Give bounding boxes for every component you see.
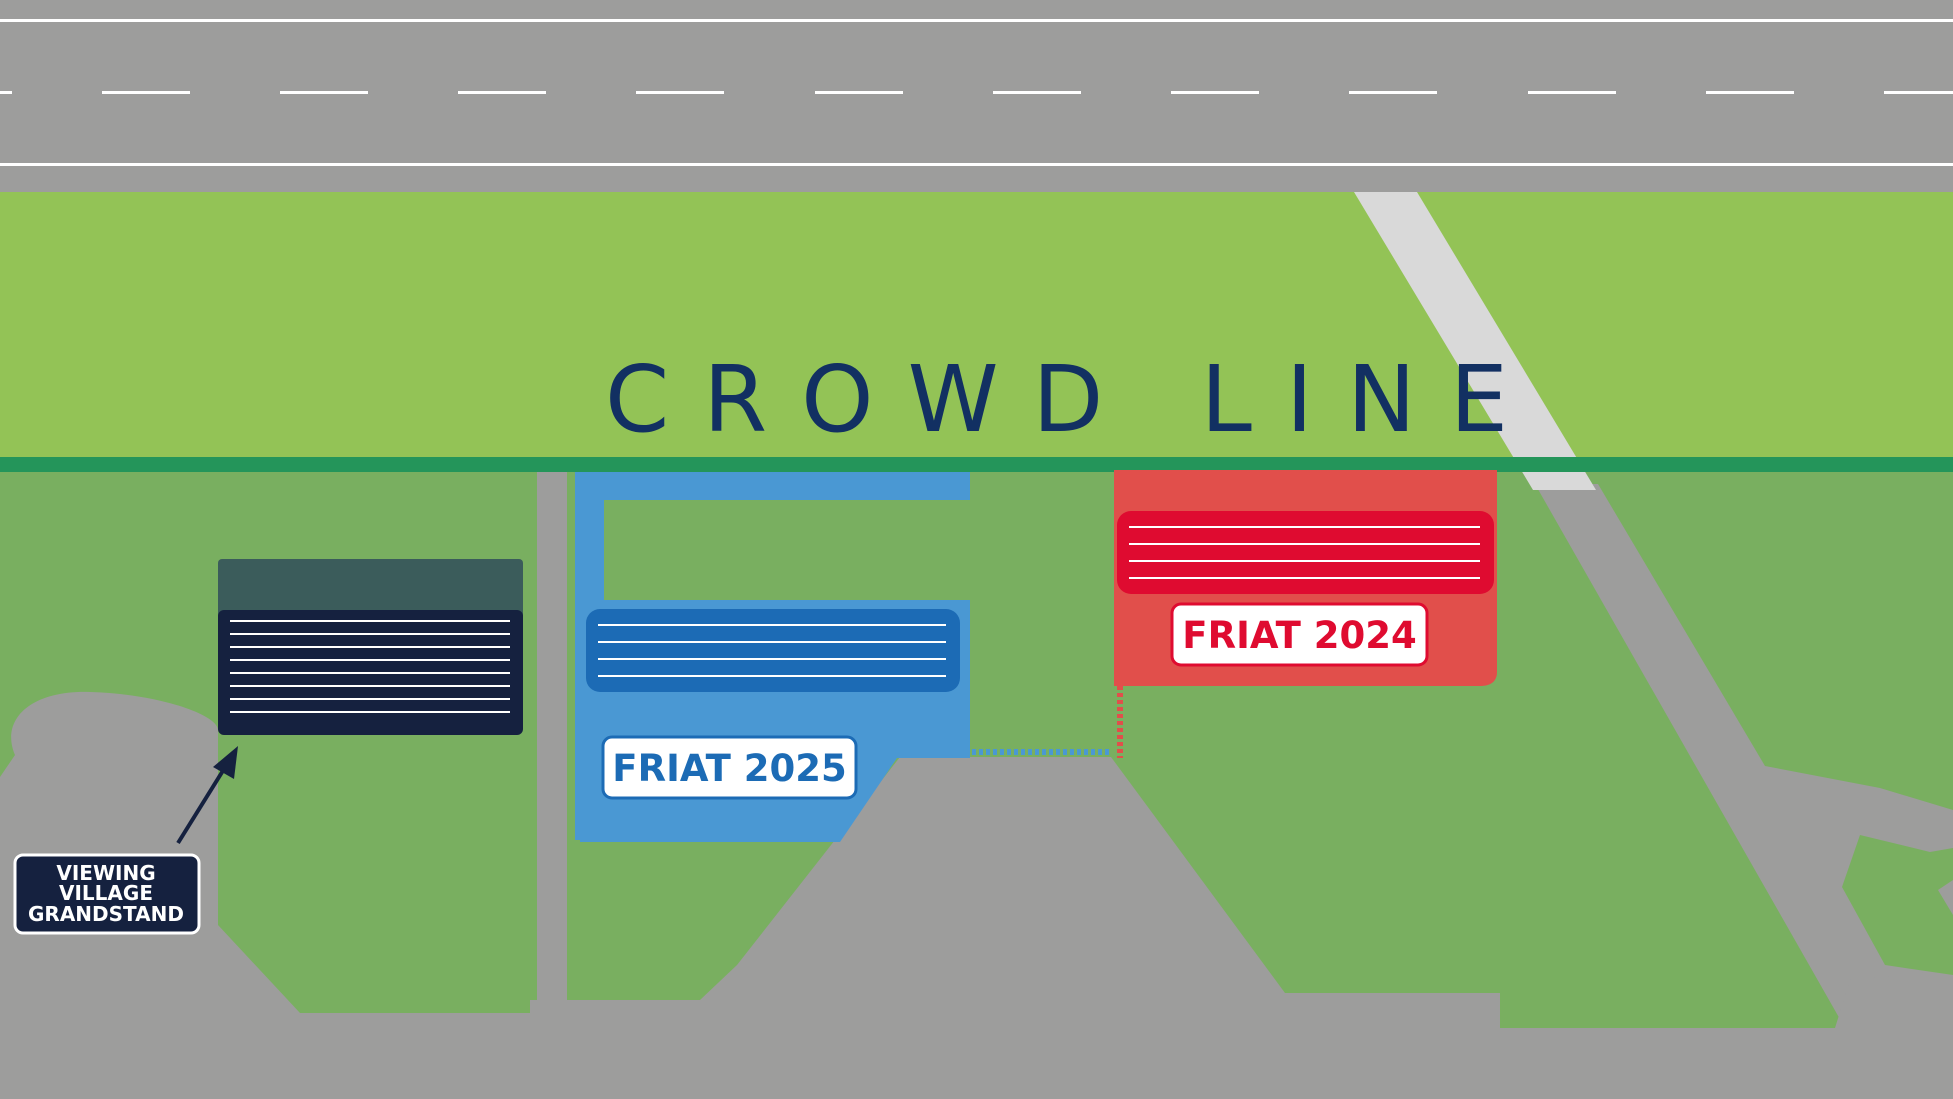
crowd-line-label: CROWD LINE: [605, 346, 1542, 453]
friat-2025-stand-rows: [598, 624, 946, 677]
friat-2024-stand: [1117, 511, 1494, 594]
crowd-line: [0, 457, 1953, 472]
viewing-village-grandstand[interactable]: [218, 559, 523, 735]
friat-2025-label: FRIAT 2025: [601, 735, 858, 800]
road: [0, 0, 1953, 192]
friat-2024-label: FRIAT 2024: [1170, 602, 1429, 667]
svg-text:FRIAT 2024: FRIAT 2024: [1182, 614, 1416, 657]
arrow-up-right-icon: [176, 746, 238, 845]
grandstand-rows: [230, 620, 510, 713]
viewing-village-label-line-3: GRANDSTAND: [28, 902, 184, 926]
grandstand-roof: [218, 559, 523, 621]
friat-2024-stand-rows: [1129, 526, 1480, 579]
crowd-zone: [0, 192, 1953, 460]
grass-patch: [1842, 835, 1953, 975]
taxiway: [1354, 192, 1596, 490]
svg-text:FRIAT 2025: FRIAT 2025: [612, 747, 846, 790]
viewing-village-label-line-2: VILLAGE: [59, 881, 153, 905]
friat-2025-stand: [586, 609, 960, 692]
viewing-village-label-line-1: VIEWING: [56, 861, 155, 885]
viewing-village-label: VIEWING VILLAGE GRANDSTAND: [13, 853, 201, 935]
road-centre-dashes: [0, 91, 1953, 94]
